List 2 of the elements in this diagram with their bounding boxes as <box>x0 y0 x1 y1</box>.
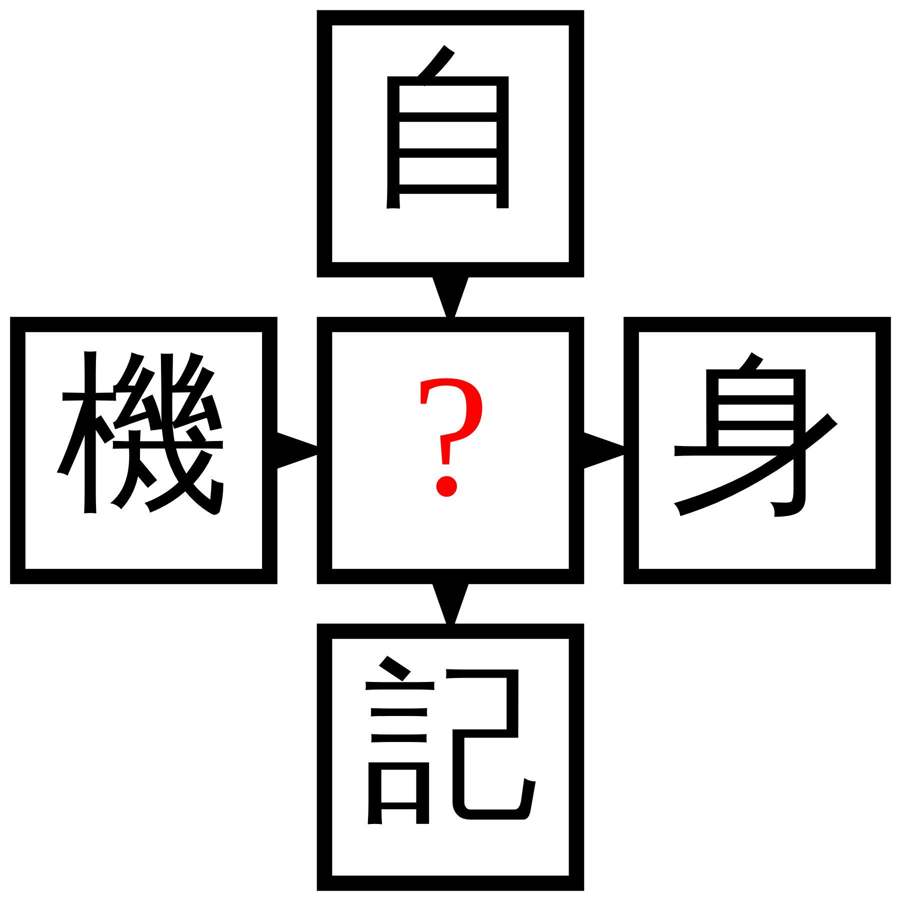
node-box: 身 <box>623 316 890 584</box>
node-box: 記 <box>316 623 584 890</box>
